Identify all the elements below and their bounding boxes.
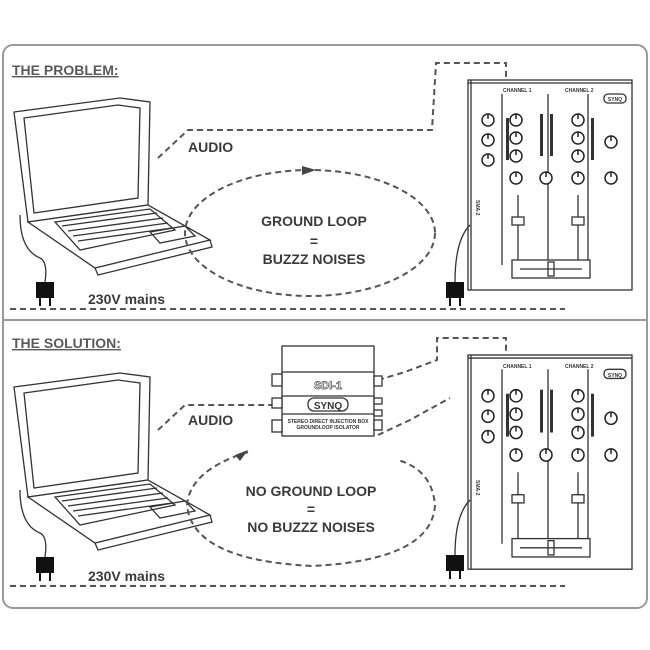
laptop-power-cable bbox=[19, 489, 47, 558]
mixer-channel2-label: CHANNEL 2 bbox=[565, 88, 594, 94]
mixer-channel2-label: CHANNEL 2 bbox=[565, 364, 594, 370]
mixer-brand-logo: SYNQ bbox=[608, 373, 622, 379]
mixer-model-logo: SMA-2 bbox=[474, 200, 480, 216]
loop-arrow-icon bbox=[302, 166, 316, 175]
audio-cable bbox=[157, 62, 507, 159]
mixer-power-cable bbox=[454, 224, 471, 283]
problem-loop-line1: GROUND LOOP bbox=[261, 213, 367, 229]
isolator-brand-logo: SYNQ bbox=[314, 401, 343, 412]
isolator-desc2: GROUNDLOOP ISOLATOR bbox=[296, 425, 359, 431]
solution-audio-label: AUDIO bbox=[188, 412, 233, 428]
loop-arrow-icon bbox=[235, 450, 248, 461]
solution-mains-label: 230V mains bbox=[88, 568, 165, 584]
problem-loop-eq: = bbox=[310, 233, 318, 249]
solution-loop-line1: NO GROUND LOOP bbox=[246, 483, 377, 499]
mixer-channel1-label: CHANNEL 1 bbox=[503, 88, 532, 94]
solution-loop-eq: = bbox=[307, 501, 315, 517]
audio-cable-out bbox=[377, 337, 507, 381]
solution-heading: THE SOLUTION: bbox=[12, 335, 121, 351]
audio-cable-in bbox=[157, 404, 280, 431]
isolator-desc1: STEREO DIRECT INJECTION BOX bbox=[288, 419, 370, 425]
problem-heading: THE PROBLEM: bbox=[12, 62, 119, 78]
mixer-device: CHANNEL 1 CHANNEL 2 SYNQ SMA-2 bbox=[468, 355, 632, 569]
mixer-device: CHANNEL 1 CHANNEL 2 SYNQ SMA-2 bbox=[468, 80, 632, 290]
mixer-model-logo: SMA-2 bbox=[474, 480, 480, 496]
problem-mains-label: 230V mains bbox=[88, 291, 165, 307]
mixer-power-cable bbox=[454, 499, 471, 556]
laptop-power-cable bbox=[19, 214, 47, 283]
problem-section: THE PROBLEM: AUDIO GROUND LOOP = BUZZZ N… bbox=[10, 62, 632, 310]
solution-loop-line2: NO BUZZZ NOISES bbox=[247, 519, 375, 535]
mixer-brand-logo: SYNQ bbox=[608, 97, 622, 103]
audio-cable-out2 bbox=[377, 397, 451, 436]
isolator-model: SDI-1 bbox=[314, 380, 342, 392]
problem-loop-line2: BUZZZ NOISES bbox=[263, 251, 366, 267]
solution-section: THE SOLUTION: AUDIO SDI-1 SYNQ STEREO DI… bbox=[10, 335, 632, 587]
broken-loop-path bbox=[185, 451, 437, 568]
mixer-channel1-label: CHANNEL 1 bbox=[503, 364, 532, 370]
isolator-device: SDI-1 SYNQ STEREO DIRECT INJECTION BOX G… bbox=[271, 345, 383, 437]
problem-audio-label: AUDIO bbox=[188, 139, 233, 155]
